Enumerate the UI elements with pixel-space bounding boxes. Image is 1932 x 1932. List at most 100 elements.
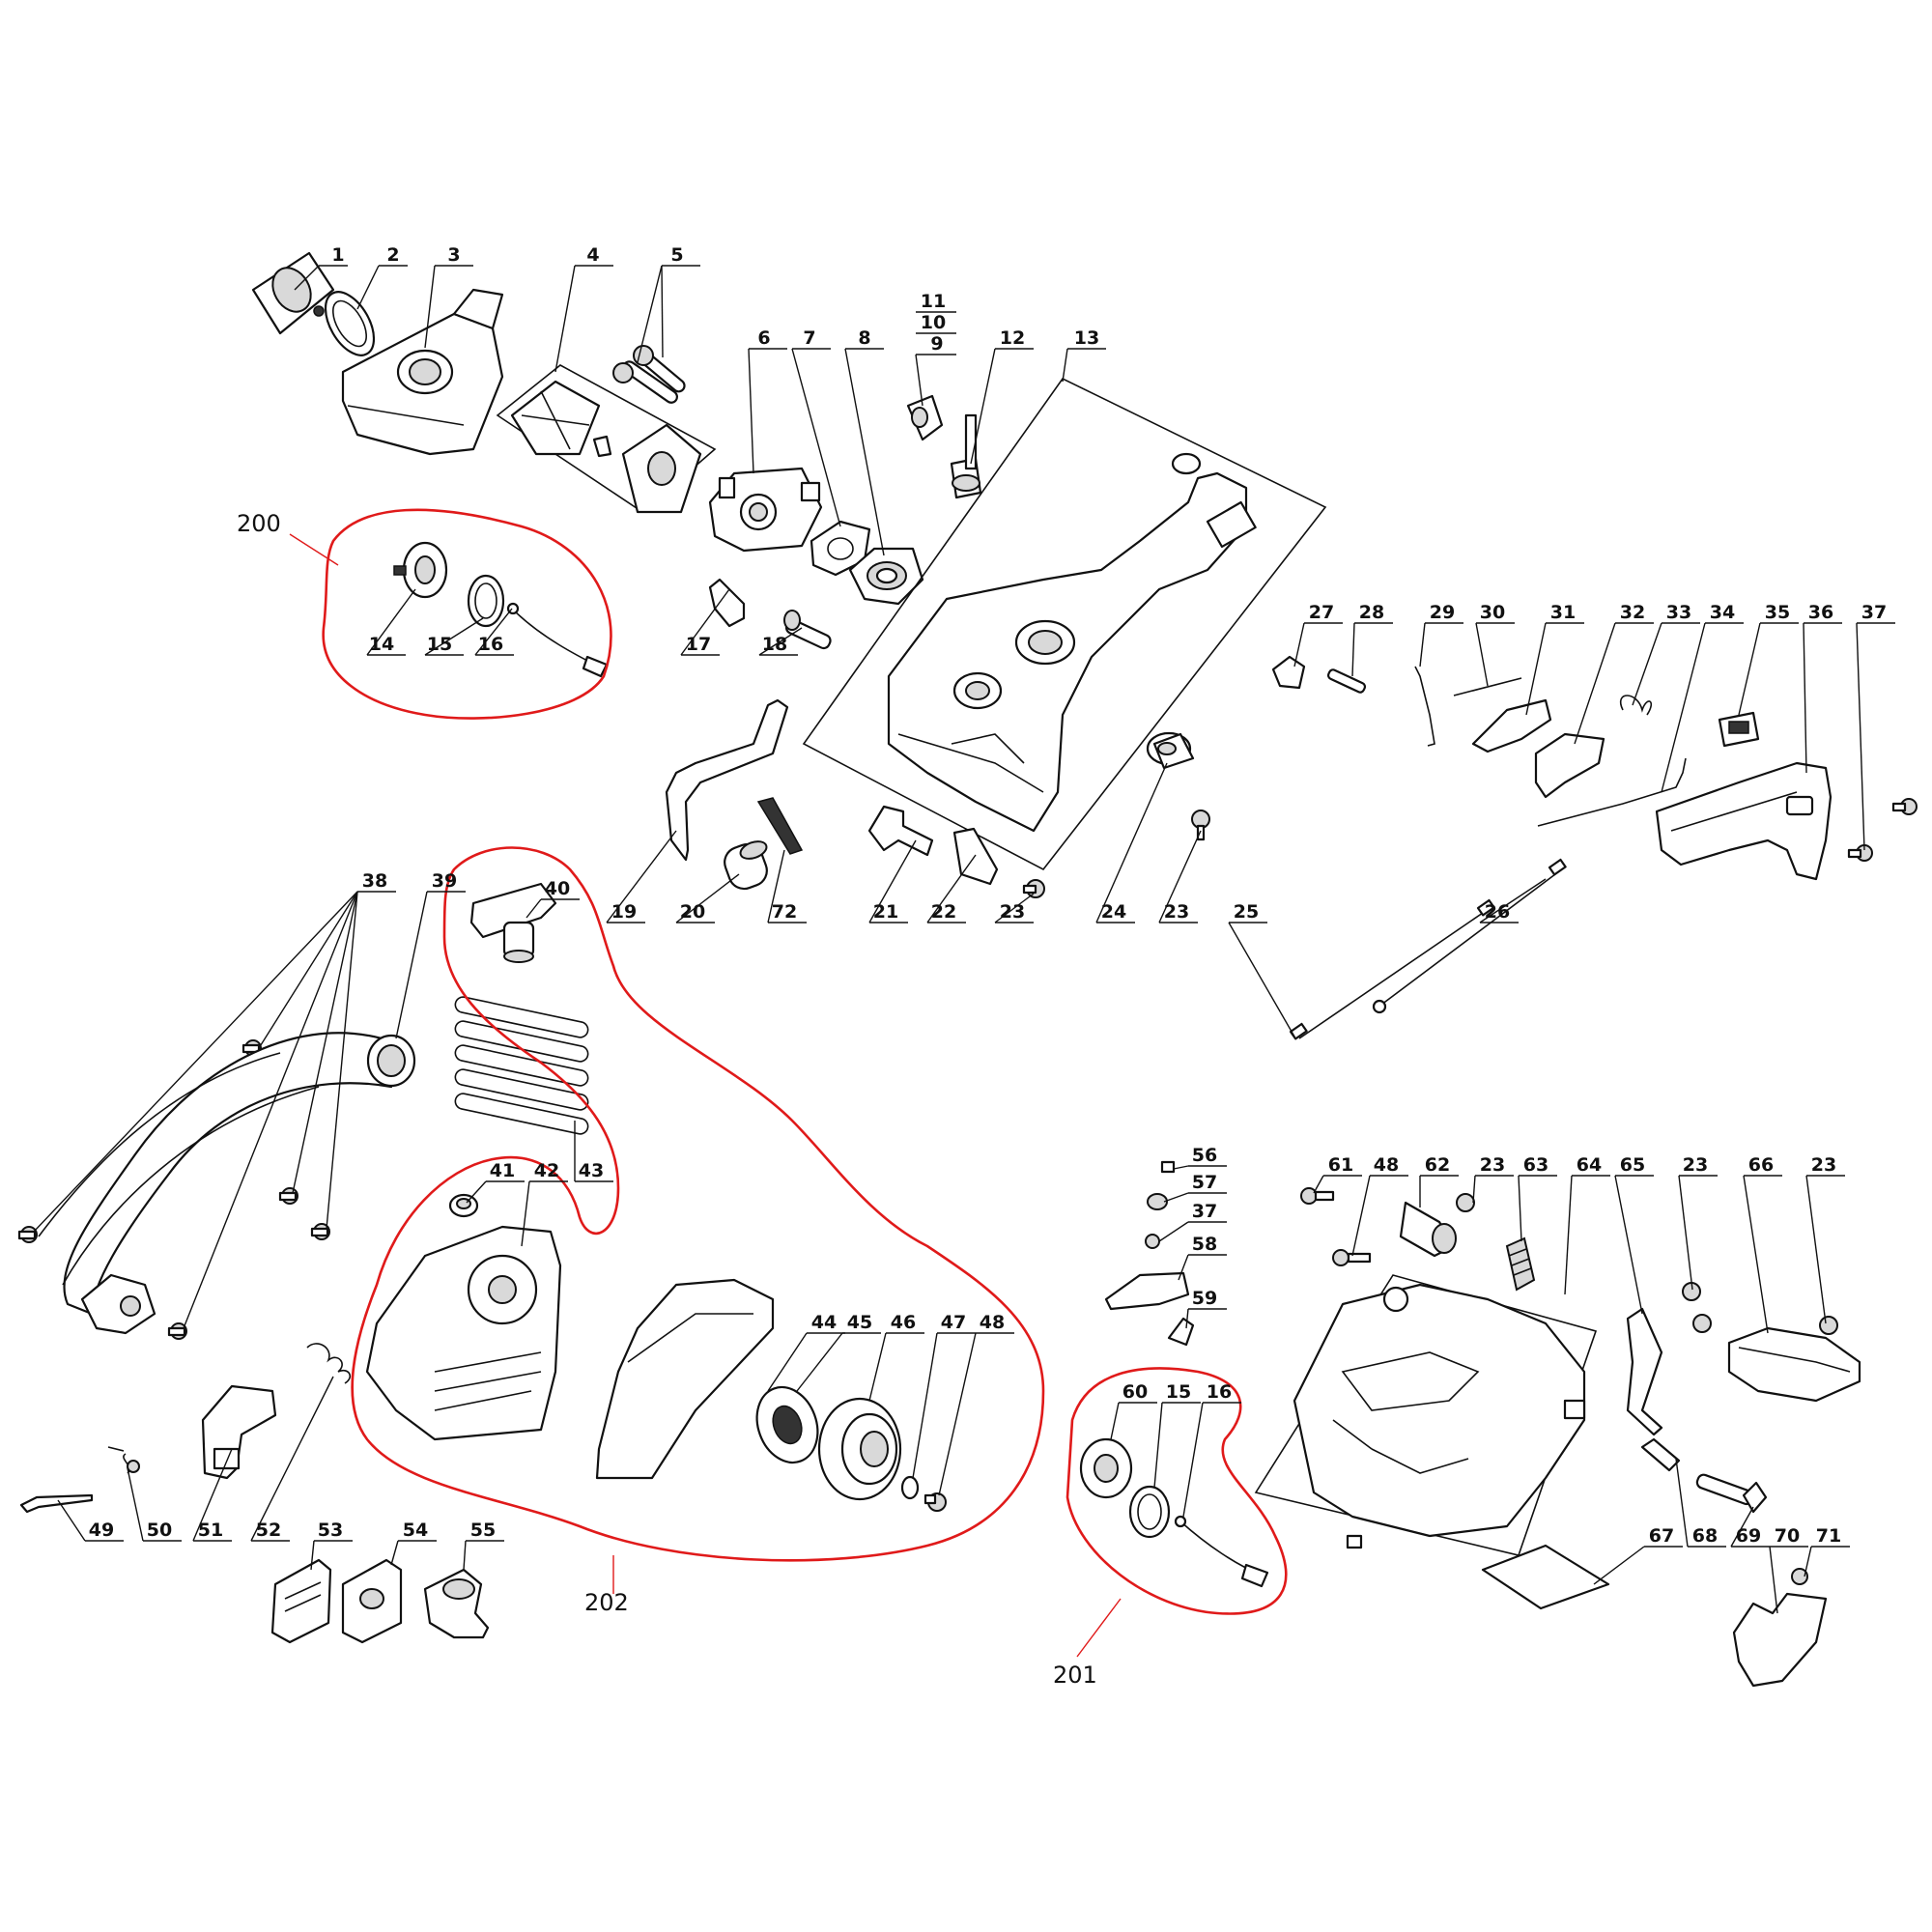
part-58-bracket (1104, 1271, 1190, 1311)
part-61-screw (1300, 1187, 1335, 1205)
callout-leader (1743, 1175, 1769, 1334)
callout-leader (127, 1467, 144, 1542)
callout-leader (1163, 1192, 1189, 1203)
callout-label: 35 (1765, 602, 1790, 623)
part-18-fitting (783, 610, 832, 650)
callout-23: 23 (994, 893, 1035, 923)
callout-label: 41 (490, 1160, 515, 1181)
callout-3: 3 (424, 244, 473, 349)
callout-leader (1518, 1175, 1522, 1242)
part-68-knob (1640, 1437, 1681, 1472)
callout-label: 12 (1000, 327, 1025, 349)
callout-leader (791, 348, 841, 527)
callout-label: 57 (1192, 1172, 1217, 1193)
callout-leader (1419, 622, 1426, 668)
callout-leader (1472, 1175, 1476, 1204)
part-24-primer-bulb (1146, 731, 1195, 770)
part-26-wire (1372, 858, 1567, 1014)
part-15-ring (467, 574, 505, 628)
callout-label: 72 (772, 901, 797, 923)
leader-201 (1076, 1598, 1122, 1658)
callout-label: 1 (331, 244, 344, 266)
callout-label: 37 (1192, 1201, 1217, 1222)
callout-60: 60 (1110, 1381, 1157, 1440)
callout-45: 45 (796, 1312, 881, 1392)
callout-8: 8 (844, 327, 885, 556)
callout-42: 42 (521, 1160, 568, 1247)
part-59-clip (1167, 1317, 1195, 1347)
callout-37: 37 (1856, 602, 1895, 851)
group-outline-201 (1065, 1367, 1288, 1615)
callout-label: 56 (1192, 1145, 1217, 1166)
callout-19: 19 (606, 830, 677, 923)
part-21-bracket (867, 805, 934, 857)
callout-29: 29 (1419, 602, 1463, 668)
callout-label: 47 (941, 1312, 966, 1333)
callout-label: 19 (611, 901, 637, 923)
callout-72: 72 (767, 849, 807, 923)
callout-label: 69 (1736, 1525, 1761, 1547)
callout-label: 40 (545, 878, 570, 899)
callout-20: 20 (675, 873, 740, 923)
part-6-carburetor (708, 467, 823, 553)
callout-leader (796, 1332, 843, 1392)
callout-leader (1678, 1175, 1693, 1291)
part-23-screws (1022, 810, 1838, 1335)
part-13-tank-housing (802, 377, 1327, 871)
callout-leader (1293, 622, 1305, 668)
callout-18: 18 (758, 627, 803, 656)
callout-32: 32 (1574, 602, 1654, 745)
callout-36: 36 (1803, 602, 1842, 774)
callout-leader (1564, 1175, 1573, 1295)
callout-label: 3 (447, 244, 460, 266)
callout-leader (1675, 1458, 1689, 1548)
part-31-throttle-lever (1471, 698, 1552, 753)
callout-leader (1769, 1546, 1778, 1614)
callout-label: 23 (1683, 1154, 1708, 1176)
callout-63: 63 (1518, 1154, 1557, 1242)
callout-label: 63 (1523, 1154, 1548, 1176)
callout-label: 15 (1166, 1381, 1191, 1403)
callout-label: 11 (921, 291, 946, 312)
callout-leader (526, 898, 542, 919)
callout-label: 23 (1480, 1154, 1505, 1176)
part-25-wire (1289, 898, 1495, 1040)
callout-label: 64 (1577, 1154, 1602, 1176)
callout-label: 24 (1101, 901, 1126, 923)
callout-39: 39 (395, 870, 466, 1039)
callout-leader (1182, 1402, 1204, 1518)
callout-leader (250, 1376, 334, 1542)
callout-leader (474, 608, 513, 656)
callout-leader (1803, 622, 1807, 774)
callout-leader (310, 1540, 315, 1571)
group-outline-200 (322, 508, 612, 720)
callout-leader (192, 1448, 233, 1542)
part-1-knob (251, 251, 335, 335)
callout-leader (767, 1332, 808, 1392)
callout-leader (1804, 1546, 1812, 1577)
callout-70: 70 (1769, 1525, 1808, 1614)
callout-label: 65 (1620, 1154, 1645, 1176)
part-65-plate (1626, 1307, 1663, 1436)
callout-label: 31 (1550, 602, 1576, 623)
callout-leader (661, 265, 664, 358)
callout-9: 9 (915, 333, 956, 407)
part-72-spring (756, 797, 804, 855)
callout-label: 4 (586, 244, 599, 266)
callout-label: 68 (1692, 1525, 1718, 1547)
leader-200 (289, 533, 339, 566)
callout-leader (1228, 922, 1295, 1037)
part-29-spring-wire (1414, 666, 1435, 747)
callout-38: 38 (33, 870, 396, 1329)
callout-leader (637, 265, 663, 363)
callout-leader (1351, 1175, 1371, 1257)
callout-14: 14 (366, 588, 416, 656)
part-49-lever (19, 1493, 94, 1514)
callout-label: 54 (403, 1520, 428, 1541)
callout-label: 16 (478, 634, 503, 655)
callout-48-1: 48 (1351, 1154, 1408, 1257)
callout-54: 54 (390, 1520, 437, 1566)
callout-10: 10 (916, 312, 956, 334)
callout-label: 59 (1192, 1288, 1217, 1309)
